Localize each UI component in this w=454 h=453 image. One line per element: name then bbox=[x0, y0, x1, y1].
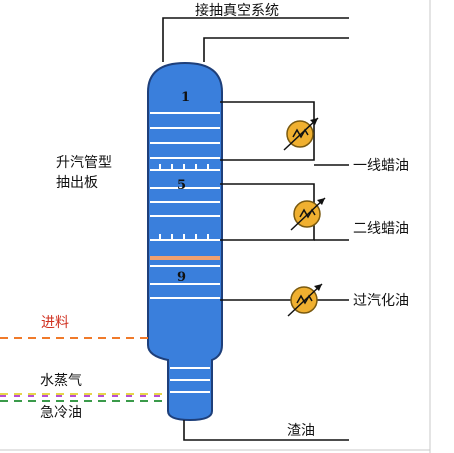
product-label-3: 过汽化油 bbox=[353, 293, 409, 309]
residue-line bbox=[183, 420, 349, 441]
distillation-column bbox=[147, 61, 223, 422]
riser-draw-plate-1 bbox=[150, 164, 220, 171]
product-label-1: 一线蜡油 bbox=[353, 158, 409, 174]
tray-group-bottom bbox=[170, 367, 210, 393]
steam-label: 水蒸气 bbox=[40, 373, 82, 389]
pumparound-loop-1 bbox=[220, 101, 315, 161]
tray-group-lower bbox=[150, 265, 220, 299]
draw-plate-label-2: 抽出板 bbox=[56, 175, 98, 191]
heat-exchanger-icon bbox=[290, 197, 326, 231]
vacuum-line-right bbox=[203, 37, 349, 62]
vacuum-line-left bbox=[162, 17, 349, 62]
tray-number-9: 9 bbox=[177, 270, 186, 285]
feed-label: 进料 bbox=[41, 315, 69, 331]
heat-exchanger-icon bbox=[287, 283, 323, 317]
quench-oil-label: 急冷油 bbox=[40, 405, 82, 421]
tray-group-upper bbox=[150, 112, 220, 159]
residue-label: 渣油 bbox=[287, 423, 315, 439]
draw-plate-label-1: 升汽管型 bbox=[56, 155, 112, 171]
tray-number-5: 5 bbox=[177, 178, 186, 193]
tray-number-1: 1 bbox=[181, 90, 190, 105]
riser-draw-plate-2 bbox=[150, 234, 220, 241]
special-tray bbox=[150, 256, 220, 260]
tray-group-middle bbox=[150, 187, 220, 217]
vacuum-system-label: 接抽真空系统 bbox=[195, 3, 279, 19]
product-label-2: 二线蜡油 bbox=[353, 221, 409, 237]
heat-exchanger-icon bbox=[283, 117, 319, 151]
steam-line bbox=[0, 393, 168, 397]
